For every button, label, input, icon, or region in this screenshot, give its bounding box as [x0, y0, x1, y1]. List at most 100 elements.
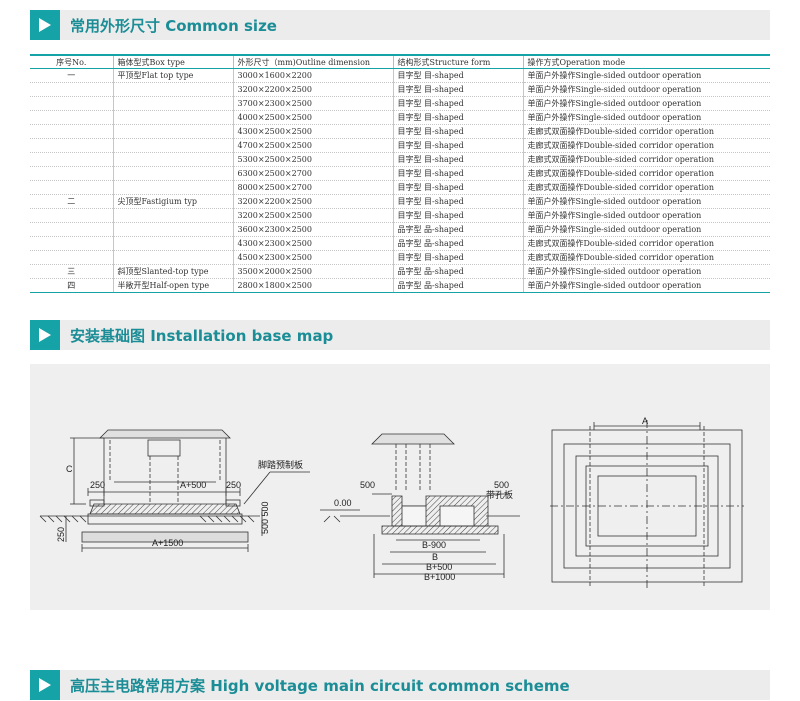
cell-structure-form: 目字型 目-shaped: [393, 180, 524, 195]
cell-structure-form: 目字型 目-shaped: [393, 208, 524, 223]
section-header-installation: 安装基础图 Installation base map: [30, 320, 770, 350]
dim-label-500-right: 500: [494, 480, 509, 490]
installation-drawing-svg: C 250 A+500 250 脚踏预制板 500 500 250 A+1500…: [39, 416, 744, 590]
dim-label-250-vertical: 250: [56, 527, 66, 542]
cell-box-type: 平顶型Flat top type: [113, 68, 234, 83]
cell-outline-dimension: 4300×2300×2500: [233, 236, 394, 251]
cell-operation-mode: 走廊式双面操作Double-sided corridor operation: [523, 124, 770, 139]
column-header-operation-mode: 操作方式Operation mode: [523, 54, 770, 69]
cell-outline-dimension: 5300×2500×2500: [233, 152, 394, 167]
section-header-common-size: 常用外形尺寸 Common size: [30, 10, 770, 40]
cell-box-type: [113, 222, 234, 237]
cell-outline-dimension: 3200×2500×2500: [233, 208, 394, 223]
dim-label-b-plus-500: B+500: [426, 562, 452, 572]
cell-outline-dimension: 3600×2300×2500: [233, 222, 394, 237]
cell-operation-mode: 单面户外操作Single-sided outdoor operation: [523, 96, 770, 111]
dim-label-a-plus-500: A+500: [180, 480, 206, 490]
cell-no: [30, 96, 114, 111]
dim-label-a-plus-1500: A+1500: [152, 538, 183, 548]
dim-label-b-plus-1000: B+1000: [424, 572, 455, 582]
cell-operation-mode: 走廊式双面操作Double-sided corridor operation: [523, 138, 770, 153]
cell-structure-form: 目字型 目-shaped: [393, 110, 524, 125]
cell-structure-form: 品字型 品-shaped: [393, 278, 524, 293]
cell-no: [30, 138, 114, 153]
cell-box-type: 半敞开型Half-open type: [113, 278, 234, 293]
play-arrow-icon: [30, 670, 60, 700]
cell-structure-form: 目字型 目-shaped: [393, 96, 524, 111]
dim-label-250-left: 250: [90, 480, 105, 490]
dim-label-footplate: 脚踏预制板: [258, 459, 303, 470]
section-title-installation: 安装基础图 Installation base map: [70, 327, 334, 345]
common-size-table: 序号No. 箱体型式Box type 外形尺寸（mm)Outline dimen…: [30, 54, 770, 293]
play-arrow-icon: [30, 10, 60, 40]
cell-box-type: [113, 138, 234, 153]
cell-no: [30, 250, 114, 265]
cell-operation-mode: 走廊式双面操作Double-sided corridor operation: [523, 180, 770, 195]
installation-base-drawing: C 250 A+500 250 脚踏预制板 500 500 250 A+1500…: [30, 364, 770, 610]
section-header-circuit: 高压主电路常用方案 High voltage main circuit comm…: [30, 670, 770, 700]
cell-structure-form: 目字型 目-shaped: [393, 152, 524, 167]
cell-operation-mode: 单面户外操作Single-sided outdoor operation: [523, 264, 770, 279]
cell-structure-form: 品字型 品-shaped: [393, 236, 524, 251]
cell-outline-dimension: 3700×2300×2500: [233, 96, 394, 111]
cell-outline-dimension: 4000×2500×2500: [233, 110, 394, 125]
cell-structure-form: 目字型 目-shaped: [393, 124, 524, 139]
cell-no: [30, 110, 114, 125]
cell-no: 一: [30, 68, 114, 83]
dim-label-b-minus-900: B-900: [422, 540, 446, 550]
cell-box-type: [113, 124, 234, 139]
cell-structure-form: 目字型 目-shaped: [393, 250, 524, 265]
section-title-circuit: 高压主电路常用方案 High voltage main circuit comm…: [70, 677, 570, 695]
cell-structure-form: 目字型 目-shaped: [393, 68, 524, 83]
cell-operation-mode: 走廊式双面操作Double-sided corridor operation: [523, 236, 770, 251]
cell-no: 四: [30, 278, 114, 293]
dim-label-c: C: [66, 464, 73, 474]
cell-outline-dimension: 3200×2200×2500: [233, 82, 394, 97]
dim-label-a: A: [642, 416, 648, 426]
cell-operation-mode: 单面户外操作Single-sided outdoor operation: [523, 278, 770, 293]
cell-box-type: 斜顶型Slanted-top type: [113, 264, 234, 279]
cell-operation-mode: 单面户外操作Single-sided outdoor operation: [523, 222, 770, 237]
cell-structure-form: 目字型 目-shaped: [393, 82, 524, 97]
cell-structure-form: 目字型 目-shaped: [393, 138, 524, 153]
cell-operation-mode: 走廊式双面操作Double-sided corridor operation: [523, 166, 770, 181]
play-arrow-icon: [30, 320, 60, 350]
column-header-structure-form: 结构形式Structure form: [393, 54, 524, 69]
cell-box-type: [113, 250, 234, 265]
cell-box-type: [113, 236, 234, 251]
dim-label-level-zero: 0.00: [334, 498, 352, 508]
cell-no: [30, 124, 114, 139]
cell-outline-dimension: 2800×1800×2500: [233, 278, 394, 293]
cell-structure-form: 品字型 品-shaped: [393, 222, 524, 237]
cell-no: [30, 236, 114, 251]
cell-box-type: 尖顶型Fastigium typ: [113, 194, 234, 209]
cell-box-type: [113, 166, 234, 181]
cell-structure-form: 目字型 目-shaped: [393, 194, 524, 209]
cell-box-type: [113, 208, 234, 223]
column-header-outline-dimension: 外形尺寸（mm)Outline dimension: [233, 54, 394, 69]
cell-outline-dimension: 4500×2300×2500: [233, 250, 394, 265]
cell-no: [30, 152, 114, 167]
table-header-row: 序号No. 箱体型式Box type 外形尺寸（mm)Outline dimen…: [30, 54, 770, 69]
dim-label-perforated-plate: 带孔板: [486, 489, 513, 500]
cell-operation-mode: 单面户外操作Single-sided outdoor operation: [523, 194, 770, 209]
cell-structure-form: 目字型 目-shaped: [393, 166, 524, 181]
cell-no: [30, 208, 114, 223]
dim-label-500-500: 500 500: [260, 501, 270, 534]
cell-no: [30, 222, 114, 237]
cell-operation-mode: 单面户外操作Single-sided outdoor operation: [523, 110, 770, 125]
cell-no: 三: [30, 264, 114, 279]
